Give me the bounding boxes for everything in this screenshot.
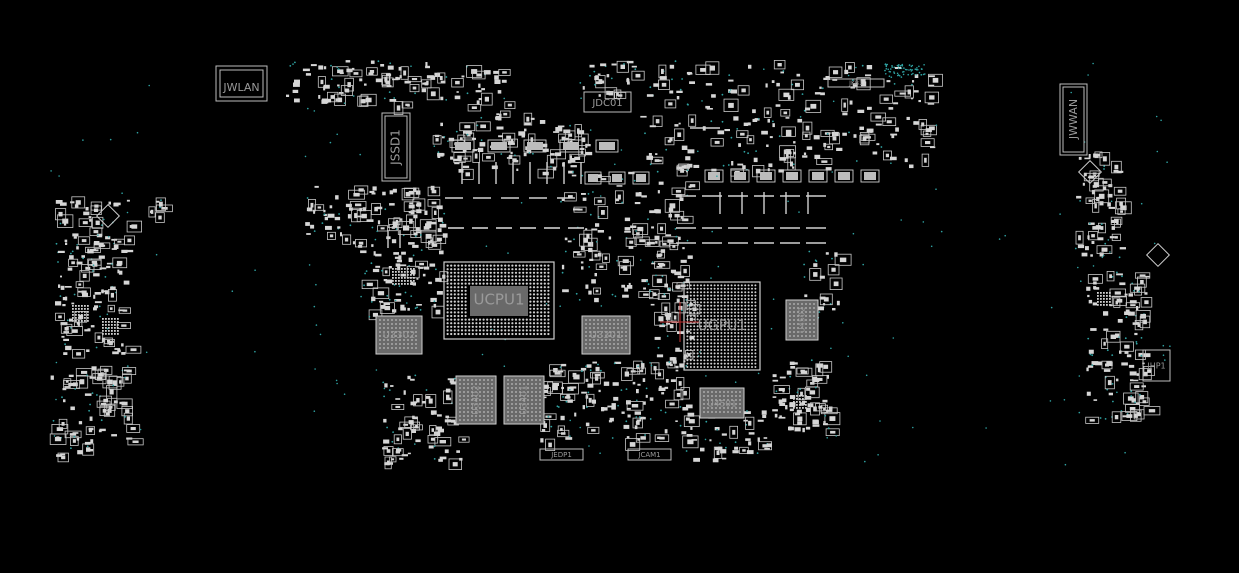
label-u3402: U3402 — [472, 385, 482, 415]
label-ugpu1: UGPU1 — [698, 318, 747, 334]
chip-u3302: U3302 — [375, 315, 423, 355]
connector-jkb1: JKB1 — [827, 78, 885, 88]
connector-jcam1: JCAM1 — [627, 448, 672, 461]
label-u3301: U3301 — [590, 330, 623, 341]
mounting-hole-markers — [95, 159, 1171, 268]
label-jdc01: JDC01 — [591, 98, 622, 109]
connector-jwlan: JWLAN — [215, 65, 268, 102]
label-jkb1: JKB1 — [848, 80, 863, 87]
chip-u4502: U4502 — [785, 299, 819, 341]
label-jcam1: JCAM1 — [637, 451, 660, 459]
label-jwlan: JWLAN — [222, 81, 259, 94]
chip-u3401: U3401 — [503, 375, 545, 425]
label-jhp1: JHP1 — [1146, 362, 1165, 371]
gpu-ball-grid — [686, 284, 757, 368]
label-jwwan: JWWAN — [1067, 99, 1080, 140]
chip-u3301: U3301 — [581, 315, 631, 355]
chip-ugpu1: UGPU1 — [660, 281, 761, 371]
connector-jedp1: JEDP1 — [539, 448, 584, 461]
connector-jdc01: JDC01 — [583, 91, 632, 113]
label-u4502: U4502 — [798, 307, 807, 333]
label-u4501: U4501 — [707, 400, 737, 410]
label-u3401: U3401 — [520, 385, 530, 415]
connector-jssd1: JSSD1 — [381, 112, 411, 182]
connector-jwwan: JWWAN — [1059, 83, 1088, 156]
component-field — [49, 60, 1171, 470]
cpu-ball-grid — [446, 264, 550, 336]
chip-u4501: U4501 — [699, 387, 745, 419]
chip-u3402: U3402 — [455, 375, 497, 425]
connector-jhp1: JHP1 — [1142, 349, 1171, 382]
label-jssd1: JSSD1 — [389, 129, 403, 166]
label-jedp1: JEDP1 — [550, 451, 572, 459]
label-u3302: U3302 — [383, 330, 416, 341]
label-ucpu1: UCPU1 — [473, 291, 524, 309]
chip-ucpu1: UCPU1 — [443, 261, 555, 340]
